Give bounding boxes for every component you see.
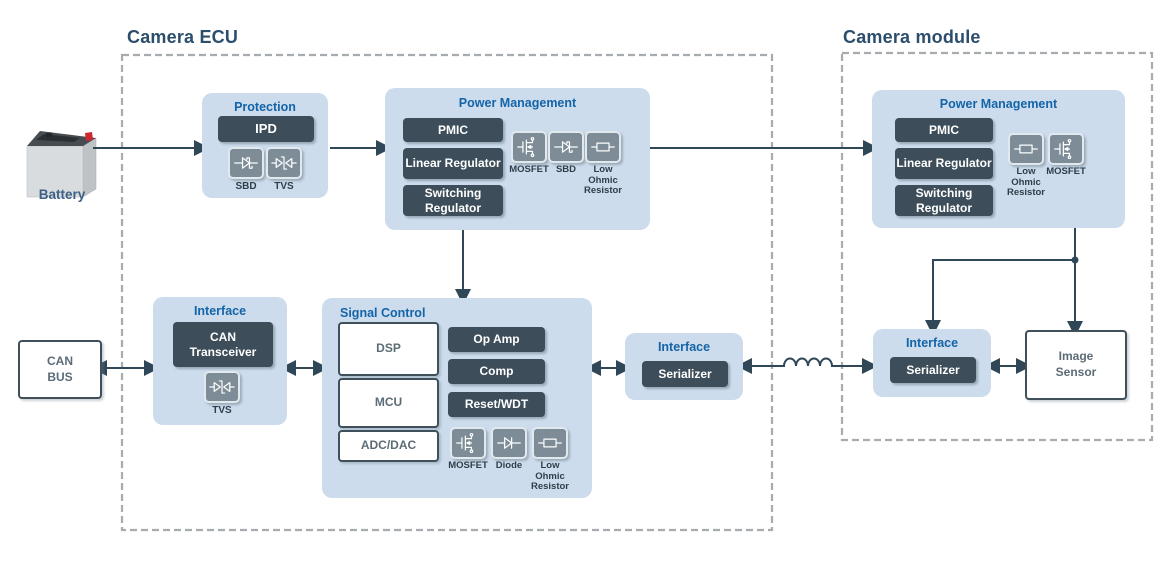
- low-ohmic-resistor-icon: [585, 131, 621, 163]
- mosfet-icon-label: MOSFET: [509, 164, 549, 175]
- pmic-button: PMIC: [403, 118, 503, 142]
- ecu-power-management-title: Power Management: [458, 96, 577, 110]
- switching-regulator-button: Switching Regulator: [403, 185, 503, 216]
- low-ohmic-resistor-icon-label: Low Ohmic Resistor: [583, 164, 622, 197]
- coax-link-with-coil-icon: [736, 357, 878, 374]
- low-ohmic-resistor-icon-label: Low Ohmic Resistor: [1006, 166, 1045, 199]
- image-sensor-box: Image Sensor: [1025, 330, 1127, 400]
- mosfet-icon-label: MOSFET: [1046, 166, 1086, 177]
- protection-title: Protection: [234, 100, 296, 114]
- can-transceiver-label: CAN Transceiver: [189, 330, 257, 359]
- adc-dac-box: ADC/DAC: [338, 430, 439, 462]
- camera-module-dashed-border: [840, 51, 1154, 442]
- image-sensor-label: Image Sensor: [1055, 349, 1097, 379]
- low-ohmic-resistor-icon-label: Low Ohmic Resistor: [530, 460, 569, 493]
- low-ohmic-resistor-icon: [532, 427, 568, 459]
- can-transceiver-button: CAN Transceiver: [173, 322, 273, 367]
- camera-ecu-dashed-border: [120, 53, 774, 532]
- low-ohmic-resistor-icon: [1008, 133, 1044, 165]
- module-switching-regulator-button: Switching Regulator: [895, 185, 993, 216]
- module-linear-regulator-button: Linear Regulator: [895, 148, 993, 179]
- battery-illustration: [26, 131, 97, 198]
- diode-icon-label: Diode: [495, 460, 523, 471]
- linear-regulator-button: Linear Regulator: [403, 148, 503, 179]
- protection-panel: [202, 93, 328, 198]
- dsp-box: DSP: [338, 322, 439, 376]
- camera-ecu-title: Camera ECU: [127, 27, 239, 47]
- diode-icon: [491, 427, 527, 459]
- signal-control-title: Signal Control: [340, 306, 426, 320]
- junction-dot: [1071, 256, 1079, 264]
- comp-button: Comp: [448, 359, 545, 384]
- can-bus-box: CAN BUS: [18, 340, 102, 399]
- module-power-management-title: Power Management: [939, 97, 1058, 111]
- reset-wdt-button: Reset/WDT: [448, 392, 545, 417]
- tvs-icon-label: TVS: [212, 405, 232, 416]
- tvs-icon-label: TVS: [274, 181, 294, 192]
- module-pmic-button: PMIC: [895, 118, 993, 142]
- camera-module-title: Camera module: [843, 27, 981, 47]
- sbd-icon-label: SBD: [235, 181, 257, 192]
- mcu-box: MCU: [338, 378, 439, 428]
- tvs-icon: [204, 371, 240, 403]
- mosfet-icon: [450, 427, 486, 459]
- sbd-icon: [228, 147, 264, 179]
- tvs-icon: [266, 147, 302, 179]
- battery-label: Battery: [38, 187, 86, 202]
- mosfet-icon: [1048, 133, 1084, 165]
- mosfet-icon-label: MOSFET: [448, 460, 488, 471]
- ecu-serializer-interface-title: Interface: [657, 340, 711, 354]
- mosfet-icon: [511, 131, 547, 163]
- ecu-serializer-button: Serializer: [642, 361, 728, 387]
- op-amp-button: Op Amp: [448, 327, 545, 352]
- ipd-button: IPD: [218, 116, 314, 142]
- arrow-module-power-to-interface: [925, 259, 1075, 336]
- sbd-icon-label: SBD: [555, 164, 577, 175]
- module-interface-title: Interface: [905, 336, 959, 350]
- module-serializer-button: Serializer: [890, 357, 976, 383]
- can-bus-label: CAN BUS: [47, 353, 73, 384]
- connector-arrows: [91, 140, 1083, 376]
- sbd-icon: [548, 131, 584, 163]
- ecu-can-interface-title: Interface: [193, 304, 247, 318]
